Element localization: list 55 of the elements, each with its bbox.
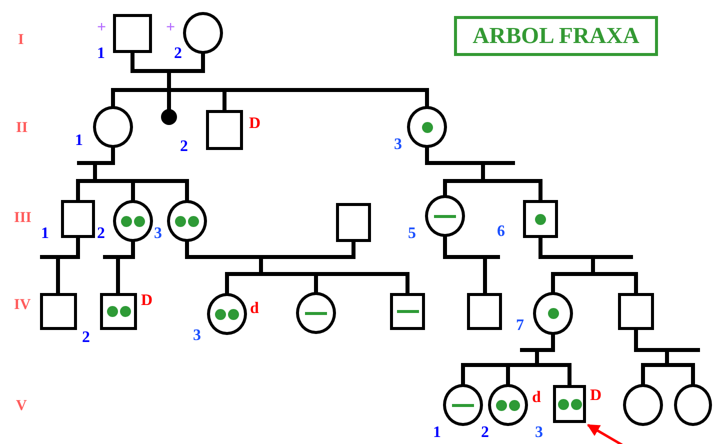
individual-number: 5 [408, 226, 416, 242]
plus-sign: + [166, 20, 176, 36]
individual-number: 1 [97, 46, 105, 62]
status-letter: d [250, 301, 259, 317]
generation-label: II [16, 120, 28, 136]
filled-dot [161, 109, 177, 125]
generation-label: III [14, 210, 32, 226]
generation-label: I [18, 32, 24, 48]
male-square [336, 203, 371, 242]
female-circle [183, 12, 223, 54]
male-square [618, 293, 654, 330]
male-square [113, 14, 152, 53]
male-square [100, 293, 137, 330]
female-circle [443, 384, 483, 426]
male-square [40, 293, 77, 330]
female-circle [623, 384, 663, 426]
female-circle [407, 106, 447, 148]
male-square [523, 200, 558, 238]
female-circle [207, 293, 247, 335]
individual-number: 2 [82, 330, 90, 346]
generation-label: V [16, 398, 27, 414]
individual-number: 1 [41, 226, 49, 242]
female-circle [674, 384, 712, 426]
status-letter: D [249, 116, 261, 132]
female-circle [296, 292, 336, 334]
male-square [553, 385, 586, 423]
pointer-arrow [586, 424, 625, 444]
female-circle [167, 200, 207, 242]
individual-number: 3 [154, 226, 162, 242]
individual-number: 6 [497, 224, 505, 240]
individual-number: 3 [535, 425, 543, 441]
individual-number: 2 [180, 139, 188, 155]
individual-number: 7 [516, 318, 524, 334]
female-circle [488, 384, 528, 426]
individual-number: 2 [481, 425, 489, 441]
individual-number: 1 [75, 133, 83, 149]
individual-number: 3 [193, 328, 201, 344]
status-letter: D [141, 293, 153, 309]
female-circle [113, 200, 153, 242]
male-square [206, 110, 243, 150]
individual-number: 2 [174, 46, 182, 62]
title: ARBOL FRAXA [454, 16, 658, 56]
female-circle [533, 292, 573, 335]
female-circle [425, 195, 465, 237]
male-square [467, 293, 502, 330]
male-square [390, 293, 425, 330]
individual-number: 1 [433, 425, 441, 441]
individual-number: 2 [97, 226, 105, 242]
generation-label: IV [14, 297, 31, 313]
female-circle [93, 106, 133, 148]
status-letter: D [590, 388, 602, 404]
individual-number: 3 [394, 137, 402, 153]
status-letter: d [532, 390, 541, 406]
plus-sign: + [97, 20, 106, 36]
male-square [61, 200, 95, 238]
